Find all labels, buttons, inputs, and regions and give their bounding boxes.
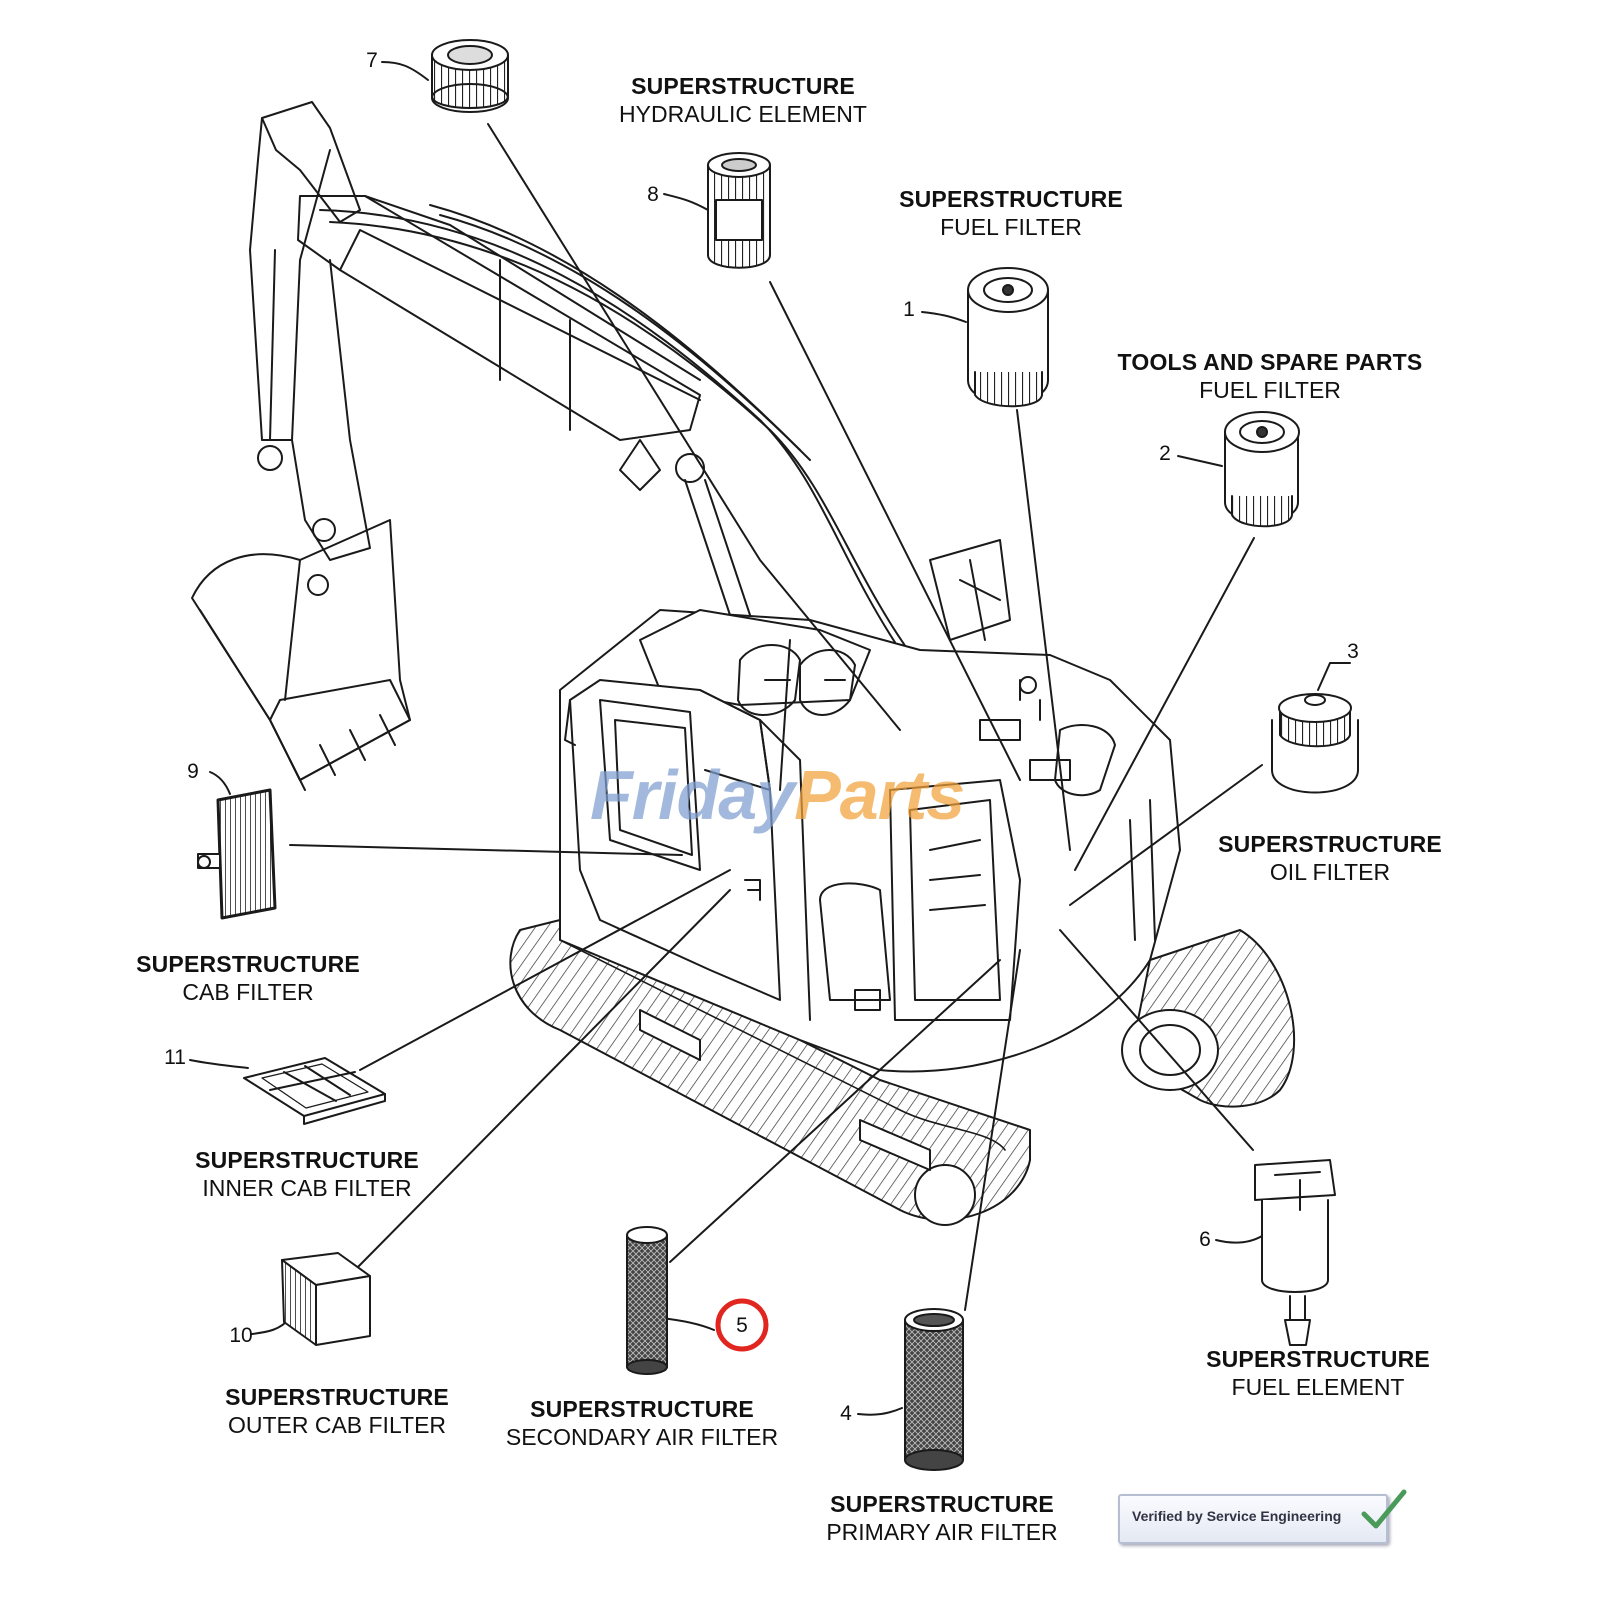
callout-number-11: 11 bbox=[164, 1046, 186, 1069]
part-9-icon bbox=[197, 788, 277, 920]
checkmark-icon bbox=[1361, 1489, 1407, 1529]
label-part-1-group: SUPERSTRUCTURE bbox=[899, 186, 1123, 212]
part-11-icon bbox=[243, 1057, 386, 1125]
part-5-icon bbox=[626, 1226, 668, 1375]
label-part-8-name: HYDRAULIC ELEMENT bbox=[619, 101, 867, 127]
label-part-11: SUPERSTRUCTURE INNER CAB FILTER bbox=[195, 1146, 419, 1202]
label-part-11-name: INNER CAB FILTER bbox=[202, 1175, 412, 1201]
watermark-part2: Parts bbox=[794, 756, 965, 834]
leader-lines bbox=[189, 61, 1351, 1416]
excavator-cab bbox=[564, 679, 891, 1021]
label-part-5: SUPERSTRUCTURE SECONDARY AIR FILTER bbox=[506, 1395, 778, 1451]
label-part-8-group: SUPERSTRUCTURE bbox=[631, 73, 855, 99]
label-part-3-name: OIL FILTER bbox=[1269, 859, 1391, 885]
excavator-arm bbox=[249, 101, 916, 661]
label-part-11-group: SUPERSTRUCTURE bbox=[195, 1147, 419, 1173]
part-2-icon bbox=[1224, 411, 1300, 528]
part-7-icon bbox=[431, 39, 509, 113]
callout-number-10: 10 bbox=[229, 1324, 253, 1347]
label-part-4: SUPERSTRUCTURE PRIMARY AIR FILTER bbox=[826, 1490, 1057, 1546]
label-part-1: SUPERSTRUCTURE FUEL FILTER bbox=[899, 185, 1123, 241]
callout-number-2: 2 bbox=[1159, 442, 1171, 465]
part-10-icon bbox=[281, 1252, 371, 1346]
callout-number-1: 1 bbox=[903, 298, 915, 321]
label-part-8: SUPERSTRUCTURE HYDRAULIC ELEMENT bbox=[619, 72, 867, 128]
callout-number-7: 7 bbox=[366, 49, 378, 72]
label-part-5-name: SECONDARY AIR FILTER bbox=[505, 1424, 779, 1450]
label-part-4-name: PRIMARY AIR FILTER bbox=[826, 1519, 1058, 1545]
part-1-icon bbox=[967, 267, 1049, 408]
watermark-logo: FridayParts bbox=[590, 755, 965, 835]
callout-number-4: 4 bbox=[840, 1402, 852, 1425]
label-part-10: SUPERSTRUCTURE OUTER CAB FILTER bbox=[225, 1383, 449, 1439]
label-part-4-group: SUPERSTRUCTURE bbox=[830, 1491, 1054, 1517]
label-part-9-group: SUPERSTRUCTURE bbox=[136, 951, 360, 977]
part-4-icon bbox=[904, 1308, 964, 1471]
verified-badge-text: Verified by Service Engineering bbox=[1132, 1508, 1342, 1524]
label-part-2-group: TOOLS AND SPARE PARTS bbox=[1117, 349, 1423, 375]
label-part-6-name: FUEL ELEMENT bbox=[1231, 1374, 1405, 1400]
label-part-9-name: CAB FILTER bbox=[182, 979, 314, 1005]
verified-badge: Verified by Service Engineering bbox=[1118, 1489, 1407, 1544]
label-part-10-group: SUPERSTRUCTURE bbox=[225, 1384, 449, 1410]
callout-number-9: 9 bbox=[187, 760, 199, 783]
excavator-bucket bbox=[191, 519, 411, 791]
label-part-10-name: OUTER CAB FILTER bbox=[227, 1412, 447, 1438]
label-part-2-name: FUEL FILTER bbox=[1199, 377, 1341, 403]
callout-number-3: 3 bbox=[1347, 640, 1359, 663]
part-8-icon bbox=[707, 152, 771, 269]
label-part-2: TOOLS AND SPARE PARTS FUEL FILTER bbox=[1118, 348, 1423, 404]
callout-5-highlight-ring bbox=[715, 1298, 769, 1352]
label-part-9: SUPERSTRUCTURE CAB FILTER bbox=[136, 950, 360, 1006]
part-3-icon bbox=[1271, 693, 1359, 794]
callout-number-5: 5 bbox=[736, 1314, 748, 1337]
callout-number-8: 8 bbox=[647, 183, 659, 206]
label-part-6: SUPERSTRUCTURE FUEL ELEMENT bbox=[1206, 1345, 1430, 1401]
callout-number-6: 6 bbox=[1199, 1228, 1211, 1251]
label-part-6-group: SUPERSTRUCTURE bbox=[1206, 1346, 1430, 1372]
label-part-3: SUPERSTRUCTURE OIL FILTER bbox=[1218, 830, 1442, 886]
label-part-5-group: SUPERSTRUCTURE bbox=[530, 1396, 754, 1422]
part-6-icon bbox=[1254, 1159, 1336, 1346]
label-part-1-name: FUEL FILTER bbox=[940, 214, 1082, 240]
watermark-part1: Friday bbox=[590, 756, 795, 834]
label-part-3-group: SUPERSTRUCTURE bbox=[1218, 831, 1442, 857]
